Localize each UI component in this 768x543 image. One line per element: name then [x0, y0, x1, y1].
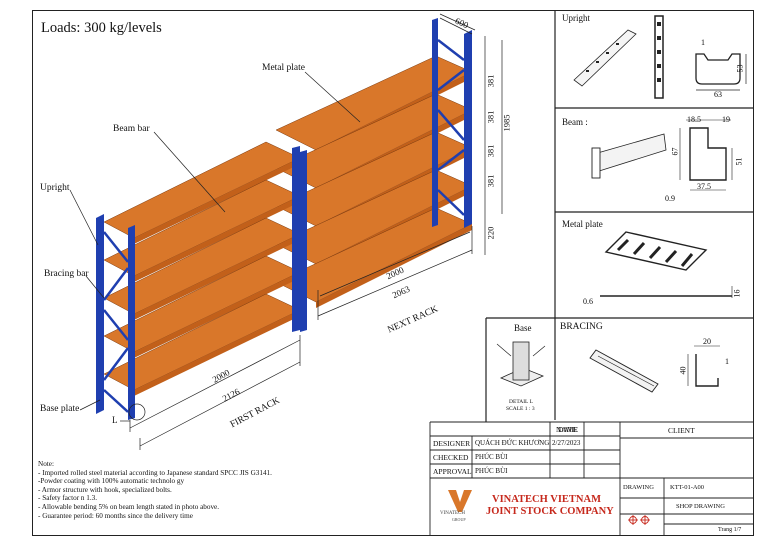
metal-plate-dim-1: 0.6 — [583, 297, 593, 306]
base-caption-2: SCALE 1 : 3 — [506, 406, 535, 412]
shelf-front — [134, 158, 300, 244]
beam-detail — [591, 119, 733, 191]
upright-dim-1: 1 — [701, 38, 705, 47]
note-line: - Armor structure with hook, specialized… — [38, 485, 172, 494]
bracing-dim-2: 1 — [725, 357, 729, 366]
notes: Note: - Imported rolled steel material a… — [38, 460, 272, 520]
note-line: - Safety factor n 1.3. — [38, 494, 98, 503]
note-line: - Allowable bending 5% on beam length st… — [38, 502, 220, 511]
dimension-lines — [129, 13, 503, 450]
beam-dim-1: 18.5 — [687, 115, 701, 124]
callout-base-plate: Base plate — [40, 404, 80, 414]
bracing-dim-1: 20 — [703, 337, 711, 346]
detail-upright-title: Upright — [562, 13, 590, 23]
callout-metal-plate: Metal plate — [262, 63, 305, 73]
title-date-header: DATE — [558, 425, 578, 434]
title-client-header: CLIENT — [668, 426, 695, 435]
logo-sub: GROUP — [452, 517, 466, 522]
beam-dim-6: 0.9 — [665, 194, 675, 203]
row-approval-role: APPROVAL — [433, 467, 472, 476]
base-caption-1: DETAIL L — [509, 399, 533, 405]
row-approval-name: PHÚC BÙI — [475, 467, 508, 475]
shelf-front — [134, 234, 300, 320]
metal-plate-detail — [600, 231, 733, 298]
load-label: Loads: 300 kg/levels — [41, 20, 162, 36]
drawing-number: KTT-01-A00 — [670, 484, 705, 491]
shop-drawing-label: SHOP DRAWING — [676, 503, 725, 510]
shelf-front — [134, 310, 300, 396]
shelf-front — [134, 196, 300, 282]
company-line-1: VINATECH VIETNAM — [492, 494, 601, 505]
drawing-label: DRAWING — [623, 484, 654, 491]
shelf-front — [134, 272, 300, 358]
next-rack — [275, 18, 473, 332]
page-number: Trang 1/7 — [718, 527, 742, 533]
first-rack — [96, 141, 301, 420]
bracing-detail — [589, 345, 720, 393]
row-checked-name: PHÚC BÙI — [475, 453, 508, 461]
upright-dim-3: 63 — [714, 90, 722, 99]
row-designer-name: QUÁCH ĐỨC KHƯƠNG — [475, 439, 550, 447]
notes-title: Note: — [38, 460, 54, 468]
company-logo — [448, 490, 472, 512]
drawing-sheet — [32, 10, 754, 536]
detail-base-title: Base — [514, 323, 532, 333]
title-name-header: NAME — [556, 425, 579, 434]
row-designer-role: DESIGNER — [433, 439, 471, 448]
beam-dim-2: 19 — [722, 115, 730, 124]
base-detail — [496, 341, 546, 387]
row-checked-role: CHECKED — [433, 453, 469, 462]
callout-bracing-bar: Bracing bar — [44, 269, 89, 279]
detail-marker: L — [112, 415, 118, 425]
note-line: - Imported rolled steel material accordi… — [38, 468, 272, 477]
projection-symbol-icon — [628, 515, 650, 525]
detail-metal-plate-title: Metal plate — [562, 219, 603, 229]
logo-word: VINATECH — [440, 511, 465, 516]
company-line-2: JOINT STOCK COMPANY — [486, 506, 614, 517]
callout-beam-bar: Beam bar — [113, 124, 150, 134]
upright-detail — [573, 15, 747, 99]
note-line: - Guarantee period: 60 months since the … — [38, 511, 193, 520]
callout-upright: Upright — [40, 183, 70, 193]
detail-bracing-title: BRACING — [560, 322, 603, 332]
note-line: -Powder coating with 100% automatic tech… — [38, 477, 185, 486]
detail-beam-title: Beam : — [562, 117, 588, 127]
row-designer-date: 2/27/2023 — [552, 439, 581, 447]
shelf-front — [316, 224, 472, 308]
beam-dim-5: 37.5 — [697, 182, 711, 191]
